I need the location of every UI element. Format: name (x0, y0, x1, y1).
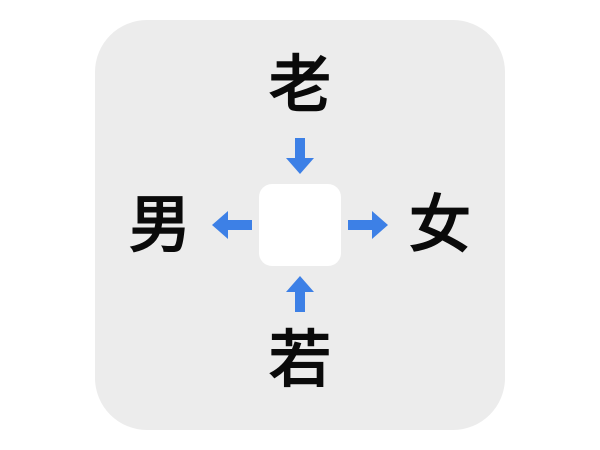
arrow-down-icon (286, 138, 314, 174)
clue-right: 女 (408, 188, 471, 261)
clue-bottom: 若 (268, 323, 331, 396)
arrow-right-icon (348, 211, 388, 239)
clue-top: 老 (268, 48, 331, 121)
arrow-up-icon (286, 276, 314, 312)
arrow-left-icon (212, 211, 252, 239)
answer-cell[interactable] (259, 184, 341, 266)
clue-left: 男 (128, 188, 191, 261)
